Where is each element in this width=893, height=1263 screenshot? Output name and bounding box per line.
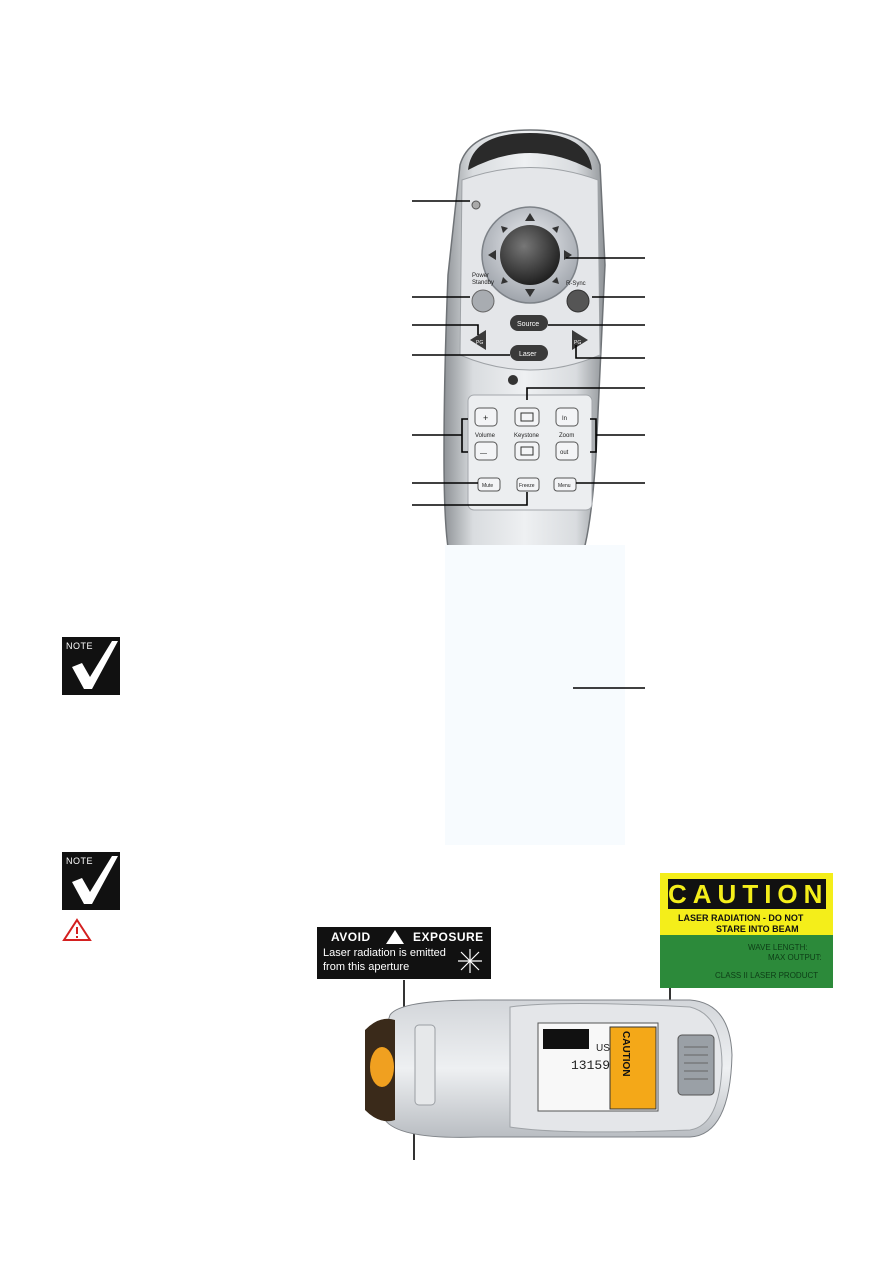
resync-label: R-Sync [566, 281, 586, 287]
menu-label: Menu [558, 483, 571, 489]
remote-back-illustration: 13159 USA CAUTION [365, 999, 733, 1138]
zoom-out-label: out [560, 450, 569, 456]
source-label: Source [517, 321, 539, 328]
note-icon-label: NOTE [66, 856, 94, 866]
wavelength-label: WAVE LENGTH: [748, 943, 808, 952]
power-label: Power [472, 273, 489, 279]
zoom-out-button[interactable] [555, 441, 579, 461]
volume-up-label: + [483, 413, 488, 423]
avoid-line3: from this aperture [323, 961, 410, 973]
avoid-line2: Laser radiation is emitted [323, 947, 446, 959]
max-output-label: MAX OUTPUT: [768, 953, 822, 962]
exposure-text: EXPOSURE [413, 930, 484, 944]
avoid-text: AVOID [331, 930, 371, 944]
note-icon: NOTE [62, 637, 120, 695]
country-label: USA [596, 1043, 617, 1054]
warning-icon [62, 918, 92, 941]
mini-caution-sticker [609, 1026, 657, 1110]
battery-latch [677, 1034, 715, 1096]
note-icon-label: NOTE [66, 641, 94, 651]
page-up-button[interactable] [470, 330, 486, 350]
remote-control-illustration: Power Standby R-Sync Source Laser PG PG … [443, 129, 606, 566]
volume-down-label: — [480, 450, 487, 457]
caution-line2: STARE INTO BEAM [716, 924, 799, 934]
serial-number: 13159 [571, 1058, 610, 1073]
class-label: CLASS II LASER PRODUCT [715, 971, 819, 980]
laser-window [414, 1024, 436, 1106]
page-down-label: PG [574, 340, 581, 346]
mute-button[interactable] [477, 477, 501, 492]
warning-triangle-icon [386, 930, 404, 944]
laser-info-panel: WAVE LENGTH: MAX OUTPUT: CLASS II LASER … [660, 935, 833, 988]
zoom-label: Zoom [559, 433, 574, 439]
resync-button[interactable] [566, 289, 590, 313]
laser-button[interactable] [510, 345, 548, 361]
checkmark-icon [72, 641, 118, 689]
avoid-exposure-label: AVOID EXPOSURE Laser radiation is emitte… [317, 927, 491, 979]
power-button[interactable] [471, 289, 495, 313]
source-button[interactable] [510, 315, 548, 331]
caution-title: CAUTION [668, 879, 829, 909]
keystone-label: Keystone [514, 433, 540, 439]
note-icon: NOTE [62, 852, 120, 910]
volume-up-button[interactable] [474, 407, 498, 427]
page-up-label: PG [476, 340, 483, 346]
remote-back-figure: 13159 USA CAUTION [360, 995, 740, 1147]
background-shade [445, 545, 625, 845]
laser-aperture [370, 1047, 394, 1087]
mouse-joystick[interactable] [500, 225, 560, 285]
caution-label: CAUTION LASER RADIATION - DO NOT STARE I… [660, 873, 833, 988]
volume-down-button[interactable] [474, 441, 498, 461]
freeze-button[interactable] [516, 477, 540, 492]
indicator-led [471, 200, 481, 210]
zoom-in-label: In [562, 416, 567, 422]
volume-label: Volume [475, 433, 496, 439]
zoom-in-button[interactable] [555, 407, 579, 427]
mini-caution-text: CAUTION [620, 1031, 631, 1077]
caution-line1: LASER RADIATION - DO NOT [678, 913, 804, 923]
remote-control-figure: Power Standby R-Sync Source Laser PG PG … [400, 125, 660, 566]
checkmark-icon [72, 856, 118, 904]
freeze-label: Freeze [519, 483, 535, 489]
menu-button[interactable] [553, 477, 577, 492]
standby-label: Standby [472, 280, 494, 286]
mute-label: Mute [482, 483, 493, 489]
starburst-icon [458, 949, 482, 973]
laser-label: Laser [519, 351, 537, 358]
